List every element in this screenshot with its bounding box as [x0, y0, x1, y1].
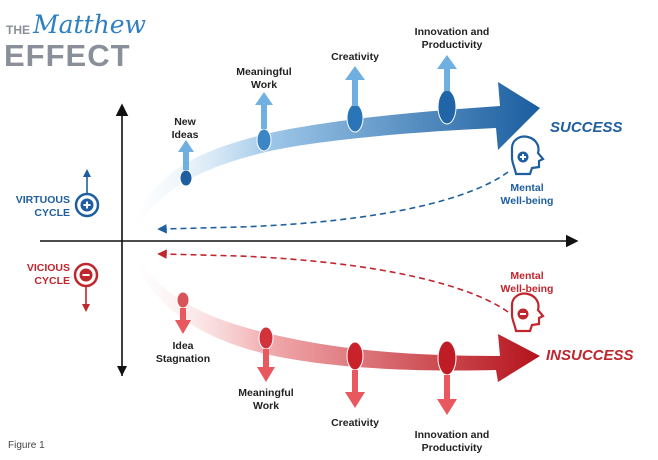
head-plus-icon: [510, 135, 545, 176]
up-arrow-icon: [437, 55, 457, 69]
label-wellbeing-bottom-2: Well-being: [501, 283, 554, 295]
y-axis-down-arrow: [117, 366, 127, 376]
label-new-ideas-1: New: [174, 116, 196, 128]
ring-new-ideas: [179, 169, 193, 187]
label-wellbeing-bottom-1: Mental: [510, 270, 543, 282]
insuccess-label: INSUCCESS: [546, 347, 634, 364]
label-innovation-bottom-1: Innovation and: [415, 429, 490, 441]
virtuous-cycle-icon: [74, 169, 100, 218]
label-idea-stagnation-2: Stagnation: [156, 353, 210, 365]
insuccess-feedback-arrow: [157, 249, 509, 313]
label-innovation-2: Productivity: [422, 39, 483, 51]
logo: THE Matthew EFFECT: [4, 10, 146, 73]
ring-meaningful-work: [256, 128, 272, 152]
down-arrow-icon: [437, 399, 457, 415]
up-arrow-icon: [345, 66, 365, 80]
success-label: SUCCESS: [550, 119, 623, 136]
down-arrow-icon: [345, 392, 365, 408]
down-arrow-icon: [175, 320, 191, 334]
insuccess-trend-arrow: [128, 244, 540, 382]
arrow-shaft: [352, 370, 358, 394]
label-meaningful-work-1: Meaningful: [236, 66, 291, 78]
arrow-shaft: [444, 67, 450, 91]
label-meaningful-work-2: Work: [251, 79, 277, 91]
down-arrow-icon: [257, 367, 275, 382]
arrow-shaft: [263, 349, 269, 369]
label-wellbeing-top-1: Mental: [510, 182, 543, 194]
arrow-shaft: [352, 78, 358, 106]
vicious-cycle-icon: [73, 262, 99, 312]
ring-idea-stagnation: [176, 291, 190, 309]
ring-innovation-bottom: [437, 340, 457, 376]
label-idea-stagnation-1: Idea: [172, 340, 193, 352]
logo-script: Matthew: [32, 10, 146, 39]
logo-the: THE: [6, 23, 30, 37]
arrow-shaft: [261, 103, 267, 129]
ring-meaningful-work-bottom: [258, 326, 274, 350]
ring-creativity: [346, 103, 364, 133]
label-wellbeing-top-2: Well-being: [501, 195, 554, 207]
label-meaningful-work-bottom-1: Meaningful: [238, 387, 293, 399]
success-trend-arrow: [128, 82, 540, 238]
arrow-shaft: [180, 308, 186, 322]
vicious-label-line1: VICIOUS: [27, 262, 70, 274]
success-feedback-arrow: [157, 171, 509, 234]
virtuous-label-line2: CYCLE: [34, 207, 70, 219]
virtuous-label-line1: VIRTUOUS: [16, 194, 70, 206]
success-stage-markers: [178, 55, 457, 187]
arrow-shaft: [183, 150, 189, 170]
head-minus-icon: [510, 292, 545, 333]
label-innovation-bottom-2: Productivity: [422, 442, 483, 454]
logo-effect: EFFECT: [4, 38, 131, 73]
up-arrow-icon: [255, 92, 273, 105]
label-meaningful-work-bottom-2: Work: [253, 400, 279, 412]
label-creativity: Creativity: [331, 51, 379, 63]
ring-innovation: [437, 89, 457, 125]
arrow-shaft: [444, 375, 450, 401]
label-innovation-1: Innovation and: [415, 26, 490, 38]
label-creativity-bottom: Creativity: [331, 417, 379, 429]
vicious-label-line2: CYCLE: [34, 275, 70, 287]
ring-creativity-bottom: [346, 341, 364, 371]
insuccess-stage-markers: [175, 291, 457, 415]
up-arrow-icon: [178, 140, 194, 152]
figure-caption: Figure 1: [8, 440, 45, 451]
label-new-ideas-2: Ideas: [172, 129, 199, 141]
